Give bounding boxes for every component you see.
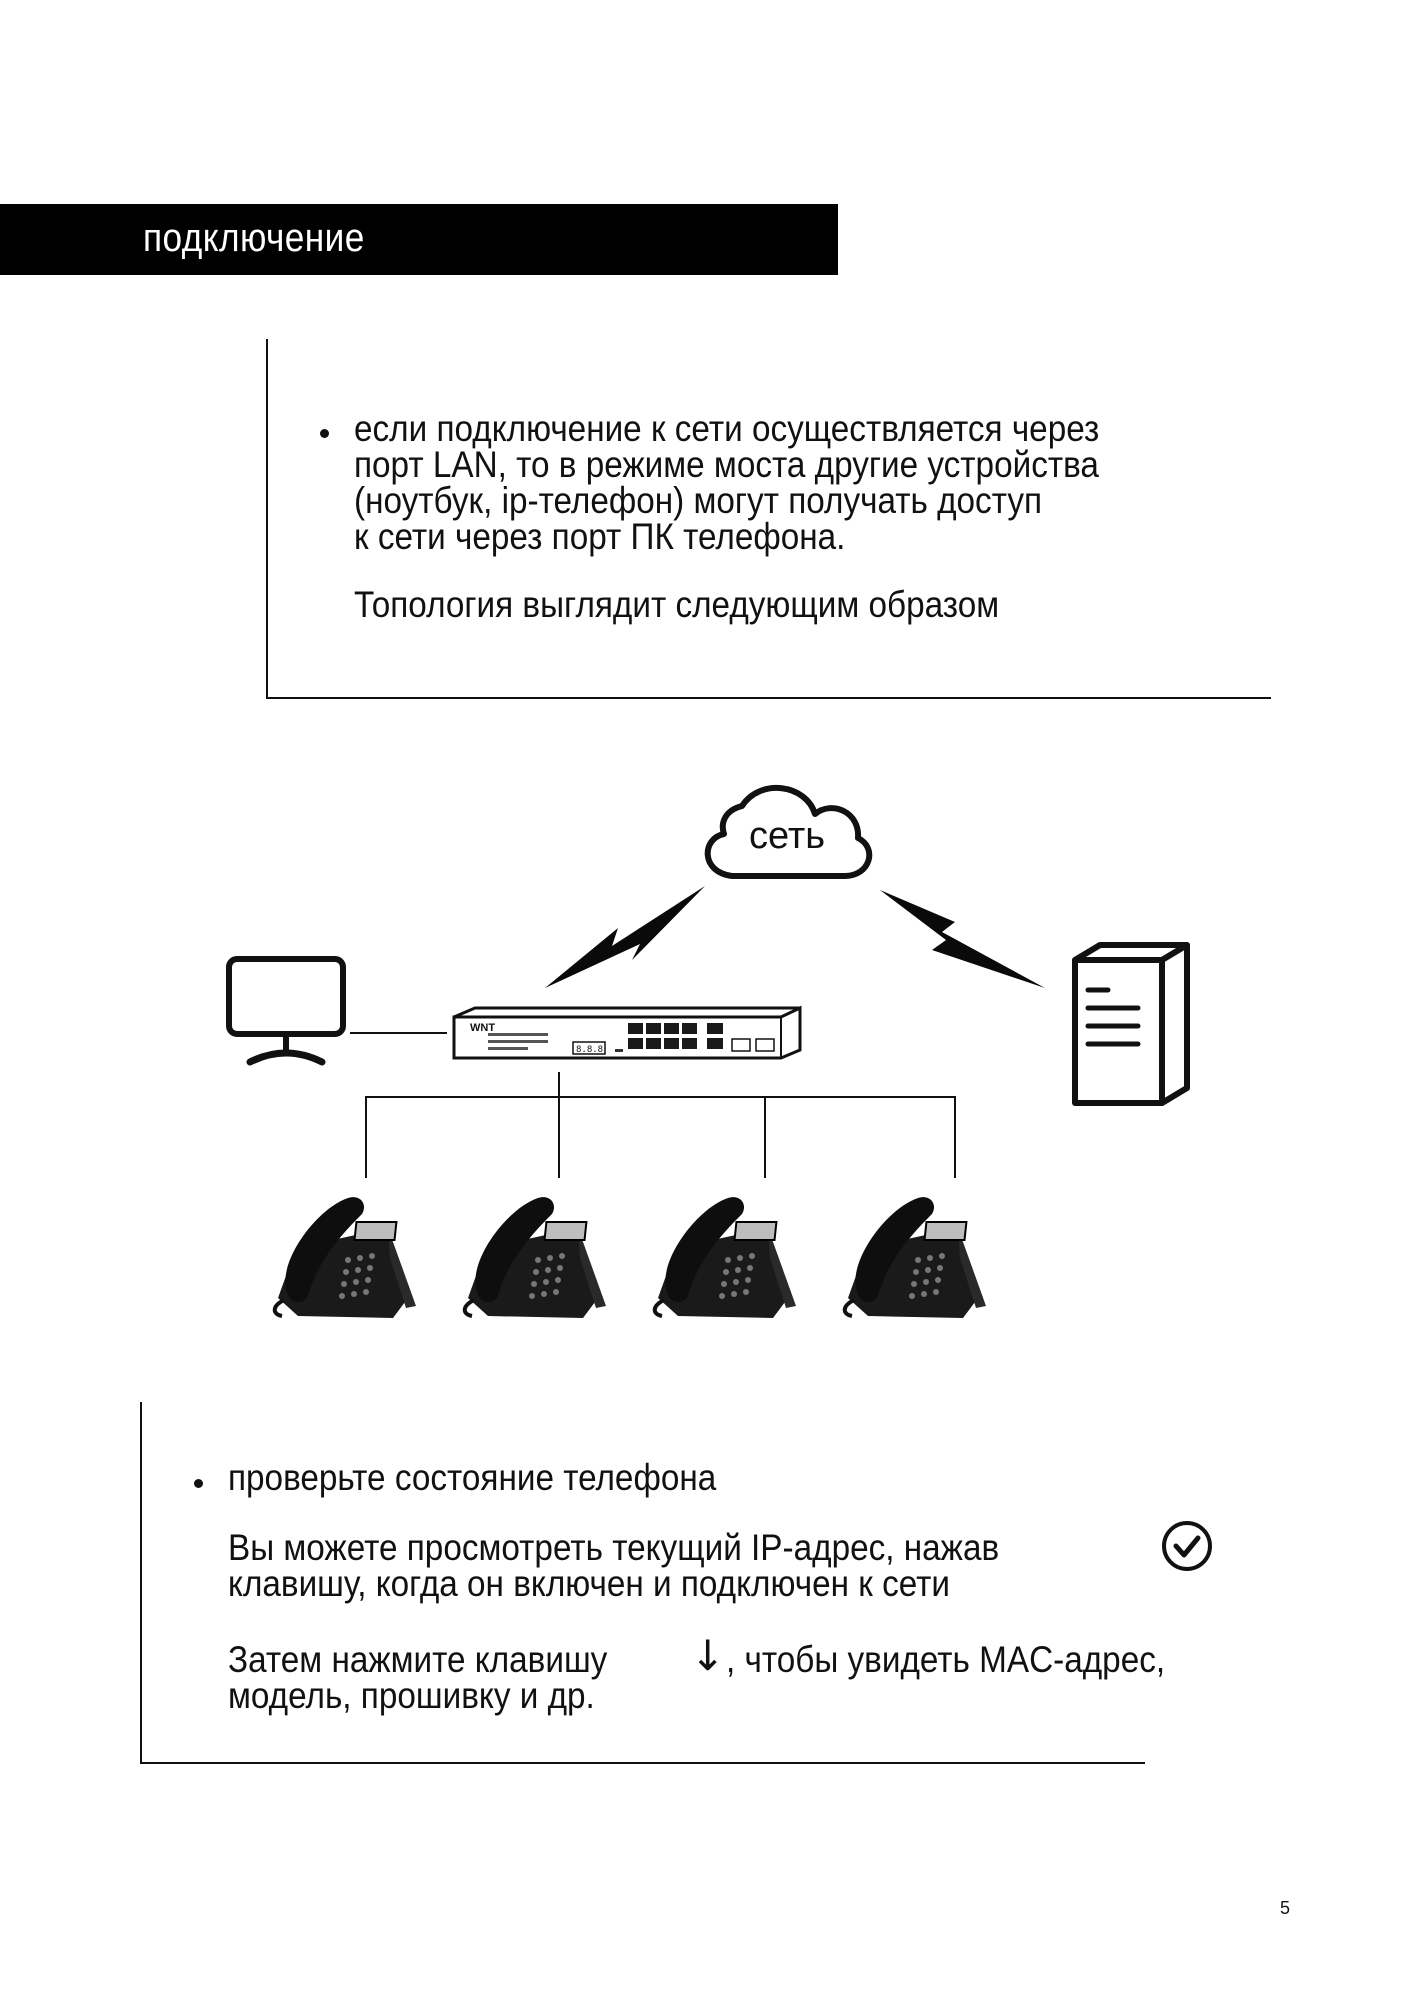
bullet-dot: [194, 1479, 203, 1488]
section-header-bar: подключение: [0, 204, 838, 275]
page-number: 5: [1280, 1898, 1291, 1918]
section-title: подключение: [143, 216, 365, 260]
ip-line-1: Вы можете просмотреть текущий IP-адрес, …: [228, 1527, 1000, 1568]
ip-phone-2-icon: [462, 1195, 608, 1320]
info-box-bridge-mode: если подключение к сети осуществляется ч…: [266, 339, 1271, 699]
down-arrow-icon: ↓: [690, 1631, 726, 1680]
connection-lines: [365, 1072, 956, 1178]
bullet-text: проверьте состояние телефона: [228, 1457, 717, 1498]
bullet-line-2: порт LAN, то в режиме моста другие устро…: [354, 444, 1099, 485]
monitor-icon: [226, 956, 346, 1066]
switch-brand-label: WNT: [470, 1022, 495, 1034]
mac-line-2: модель, прошивку и др.: [228, 1675, 595, 1716]
cloud-label: сеть: [749, 815, 825, 857]
bullet-dot: [320, 429, 329, 438]
mac-line-1-before: Затем нажмите клавишу: [228, 1639, 608, 1680]
ip-phone-3-icon: [652, 1195, 798, 1320]
info-box-phone-status: проверьте состояние телефона Вы можете п…: [140, 1402, 1212, 1764]
server-icon: [1072, 942, 1190, 1106]
cloud-icon: [704, 784, 873, 879]
network-switch-icon: WNT 8.8.8: [452, 1005, 802, 1060]
bullet-line-3: (ноутбук, ip-телефон) могут получать дос…: [354, 480, 1043, 521]
topology-text: Топология выглядит следующим образом: [354, 584, 1000, 625]
wireless-link-right-icon: [880, 890, 1045, 988]
topology-diagram: сеть WNT 8.8.8: [226, 784, 1190, 1320]
switch-display: 8.8.8: [576, 1045, 603, 1055]
mac-line-1-after: , чтобы увидеть MAC-адрес,: [726, 1639, 1166, 1680]
ip-phone-4-icon: [842, 1195, 988, 1320]
ip-phone-1-icon: [272, 1195, 418, 1320]
switch-ports: [628, 1023, 723, 1049]
bullet-line-1: если подключение к сети осуществляется ч…: [354, 408, 1100, 449]
ip-line-2: клавишу, когда он включен и подключен к …: [228, 1563, 950, 1604]
wireless-link-left-icon: [545, 886, 705, 988]
bullet-line-4: к сети через порт ПК телефона.: [354, 516, 846, 557]
check-circle-icon: [1162, 1521, 1212, 1571]
